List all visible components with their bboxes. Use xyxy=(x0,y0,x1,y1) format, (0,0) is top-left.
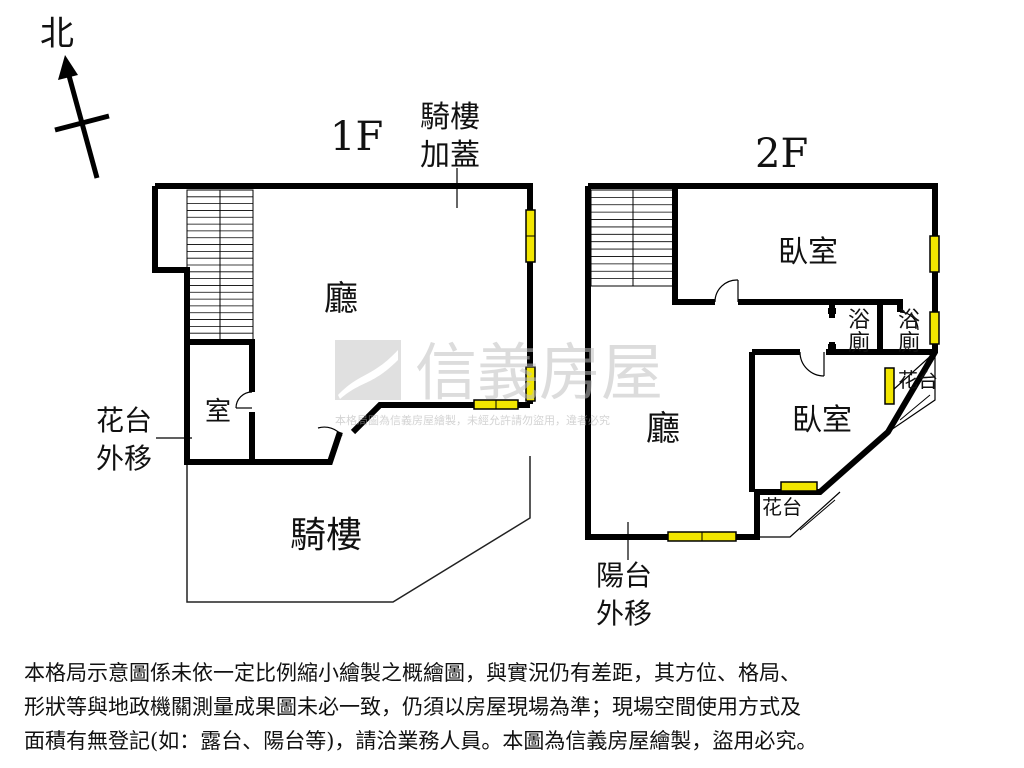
wall-1f-left xyxy=(152,186,255,392)
wall-2f-bedroom-top xyxy=(672,186,715,305)
window-2f-planter xyxy=(780,481,818,492)
planter-moved-line1: 花台 xyxy=(96,404,152,437)
room-1f: 室 xyxy=(205,397,231,427)
arcade-outline xyxy=(186,456,531,603)
bedroom-lower-2f: 臥室 xyxy=(792,403,852,438)
bathroom-1-line1: 浴 xyxy=(848,308,870,333)
floor-2-title: 2F xyxy=(755,131,808,177)
floor-1: 1F 騎樓 加蓋 廳 室 花台 外移 騎樓 xyxy=(96,100,536,603)
disclaimer-line-1: 本格局示意圖係未依一定比例縮小繪製之概繪圖，與實況仍有差距，其方位、格局、 xyxy=(24,661,801,685)
bathroom-1-line2: 廁 xyxy=(848,331,870,356)
floor-plan: 北 1F 騎樓 加蓋 廳 室 花台 外移 騎樓 xyxy=(40,14,940,630)
disclaimer-line-2: 形狀等與地政機關測量成果圖未必一致，仍須以房屋現場為準；現場空間使用方式及 xyxy=(24,695,801,719)
bathroom-2-line2: 廁 xyxy=(898,331,920,356)
north-label: 北 xyxy=(40,14,74,54)
balcony-moved-line2: 外移 xyxy=(596,597,652,630)
floor-2: 2F 臥室 浴 廁 浴 廁 花台 廳 臥室 花台 陽台 外移 xyxy=(585,131,940,630)
arcade-addition-line1: 騎樓 xyxy=(420,100,480,135)
floor-1-title: 1F xyxy=(330,114,383,160)
disclaimer: 本格局示意圖係未依一定比例縮小繪製之概繪圖，與實況仍有差距，其方位、格局、 形狀… xyxy=(24,656,1009,758)
stairs-2f xyxy=(590,189,676,287)
balcony-moved-line1: 陽台 xyxy=(596,559,652,592)
planter-right-2f: 花台 xyxy=(898,368,938,392)
arcade-addition-line2: 加蓋 xyxy=(420,138,480,173)
planter-bottom-2f: 花台 xyxy=(762,495,802,519)
wall-1f-bottom xyxy=(184,342,343,465)
bathroom-2-line1: 浴 xyxy=(898,308,920,333)
disclaimer-line-3: 面積有無登記(如：露台、陽台等)，請洽業務人員。本圖為信義房屋繪製，盜用必究。 xyxy=(24,729,818,753)
planter-moved-line2: 外移 xyxy=(96,442,152,475)
window-2f-bedroom xyxy=(929,235,940,273)
wall-1f-top xyxy=(155,183,533,404)
arcade-1f: 騎樓 xyxy=(290,515,362,556)
bedroom-top-2f: 臥室 xyxy=(778,235,838,270)
living-room-2f: 廳 xyxy=(646,409,680,449)
window-2f-bedroom-lower xyxy=(884,367,895,405)
window-2f-bath xyxy=(929,311,940,345)
watermark: 信義房屋 本格局圖為信義房屋繪製，未經允許請勿盜用，違者必究 xyxy=(335,336,663,427)
north-compass: 北 xyxy=(40,14,110,179)
window-1f-east-2 xyxy=(525,366,536,402)
living-room-1f: 廳 xyxy=(324,279,358,319)
watermark-brand: 信義房屋 xyxy=(415,336,663,409)
stairs-1f xyxy=(186,189,254,341)
watermark-notice: 本格局圖為信義房屋繪製，未經允許請勿盜用，違者必究 xyxy=(335,413,610,427)
